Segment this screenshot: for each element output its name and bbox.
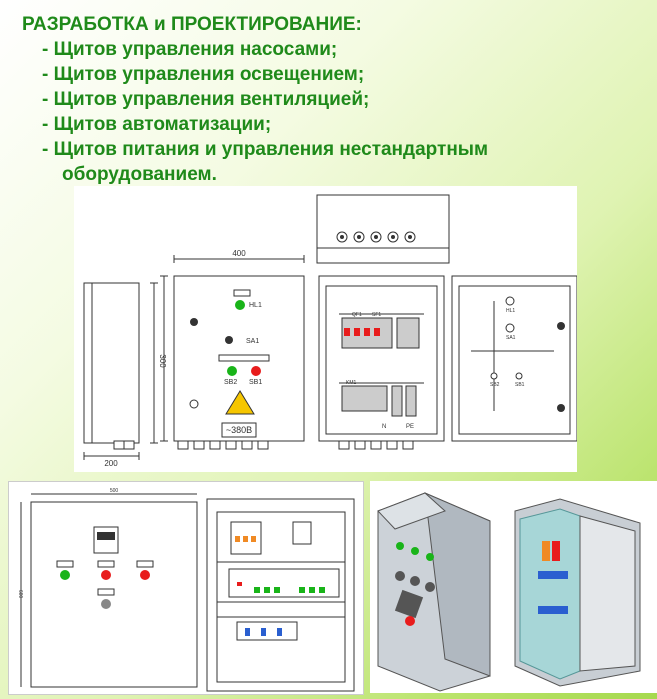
dim-width-label: 400 [232, 249, 246, 258]
selector-grey [101, 599, 111, 609]
hl-door-label: HL1 [506, 308, 515, 314]
render-3d-panel [370, 481, 657, 693]
sb-door-2-label: SB2 [490, 382, 500, 388]
secondary-drawing-svg: 500 600 [17, 488, 355, 692]
sb-door-1-label: SB1 [515, 382, 525, 388]
km1-label: KM1 [346, 380, 357, 386]
interior-view [206, 498, 355, 692]
dim-height-label: 300 [158, 354, 167, 368]
door-inner-view [451, 275, 578, 442]
dim-depth-label: 200 [104, 459, 118, 468]
sb2-button-green [227, 366, 237, 376]
render-3d-svg [377, 492, 641, 692]
hl1-indicator-green [235, 300, 245, 310]
heading-title: РАЗРАБОТКА и ПРОЕКТИРОВАНИЕ: [22, 14, 362, 35]
sb1-label: SB1 [249, 379, 262, 386]
sa1-label: SA1 [246, 338, 259, 345]
hl1-label: HL1 [249, 302, 262, 309]
front-panel-view [30, 501, 198, 688]
emergency-stop [405, 616, 415, 626]
n-label: N [382, 424, 386, 430]
sb2-label: SB2 [224, 379, 237, 386]
dim-height-2-label: 600 [17, 590, 23, 599]
top-view [316, 194, 450, 264]
sf1-label: SF1 [372, 312, 381, 318]
open-cabinet-interior [318, 275, 445, 442]
heading-item-custom-cont: оборудованием. [62, 164, 217, 185]
qf1-label: QF1 [352, 312, 362, 318]
technical-drawing-svg: 400 300 200 HL1 SA1 SB2 SB1 ~380В QF1 SF… [83, 194, 578, 468]
technical-drawing-main: 400 300 200 HL1 SA1 SB2 SB1 ~380В QF1 SF… [74, 186, 578, 472]
high-voltage-warning-icon [225, 390, 255, 415]
pe-label: PE [406, 424, 414, 430]
front-view [173, 275, 305, 442]
side-view [83, 282, 140, 444]
heading-item-pumps: - Щитов управления насосами; [42, 39, 338, 60]
heading: РАЗРАБОТКА и ПРОЕКТИРОВАНИЕ: - Щитов упр… [22, 12, 488, 187]
sb1-button-red [251, 366, 261, 376]
voltage-label: ~380В [226, 425, 252, 435]
heading-item-ventilation: - Щитов управления вентиляцией; [42, 89, 370, 110]
stop-indicator-red-2 [140, 570, 150, 580]
technical-drawing-secondary: 500 600 [8, 481, 364, 695]
heading-item-lighting: - Щитов управления освещением; [42, 64, 365, 85]
start-indicator-green [60, 570, 70, 580]
heading-item-custom: - Щитов питания и управления нестандартн… [42, 139, 489, 160]
dim-width-2-label: 500 [110, 488, 119, 494]
heading-item-automation: - Щитов автоматизации; [42, 114, 272, 135]
stop-indicator-red-1 [101, 570, 111, 580]
sa-door-label: SA1 [506, 335, 516, 341]
